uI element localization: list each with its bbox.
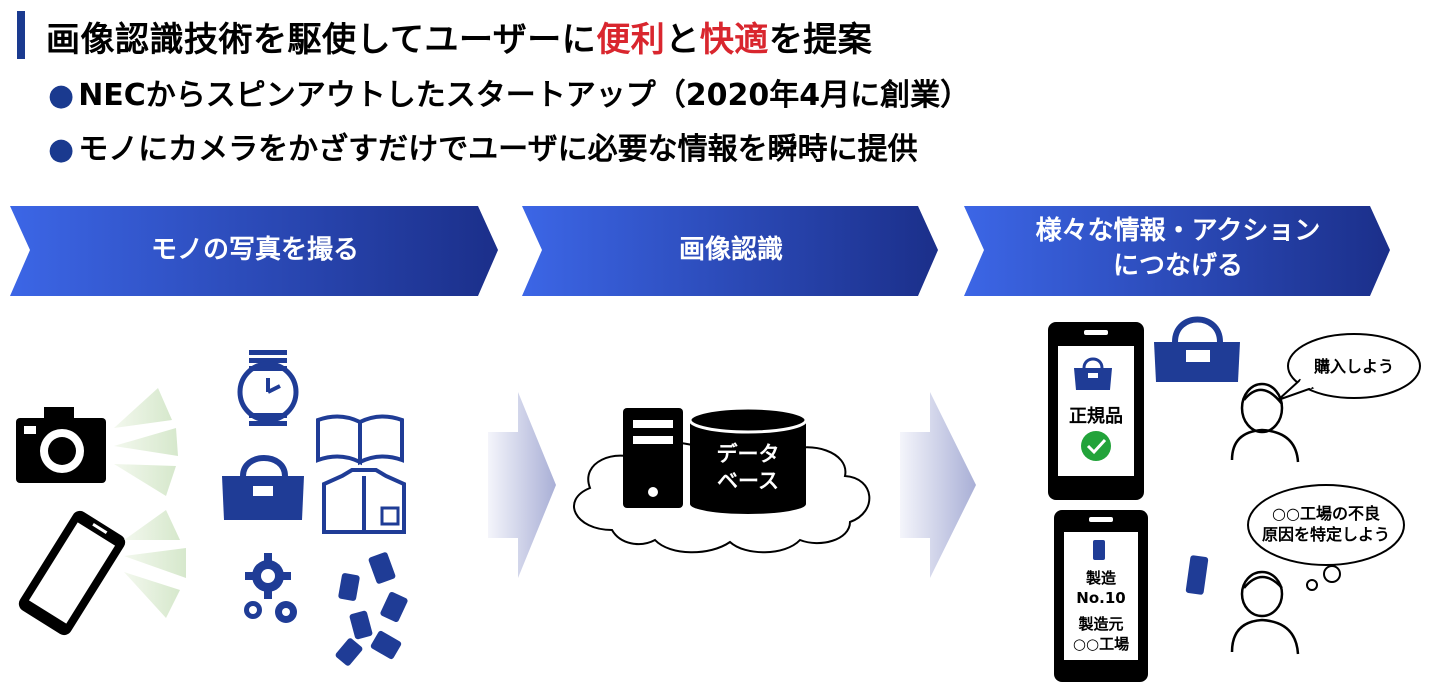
- title-prefix: 画像認識技術を駆使してユーザーに: [46, 20, 597, 60]
- result-phone-2: [1054, 510, 1148, 682]
- database-label: データ ベース: [694, 441, 802, 495]
- result-phone-1: [1048, 322, 1144, 500]
- handbag-icon: [222, 455, 304, 520]
- man-icon: [1230, 570, 1300, 655]
- phone2-line3: 製造元: [1078, 615, 1124, 633]
- speech-bubble-1: [1277, 333, 1421, 401]
- phone1-label: 正規品: [1069, 406, 1123, 427]
- step-1-chevron: [10, 206, 498, 296]
- bubble2-line2: 原因を特定しよう: [1261, 525, 1390, 544]
- title-word-convenience: 便利: [596, 20, 666, 60]
- server-icon: [623, 408, 683, 508]
- camera-beam-icon: [114, 388, 178, 496]
- phone2-line4: ○○工場: [1072, 635, 1130, 653]
- book-icon: [316, 414, 404, 466]
- bullet-text-2: モノにカメラをかざすだけでユーザに必要な情報を瞬時に提供: [78, 132, 918, 167]
- bubble2-line1: ○○工場の不良: [1272, 504, 1380, 523]
- step-1-label: モノの写真を撮る: [150, 235, 359, 265]
- part-small-icon: [1185, 555, 1209, 595]
- bubble2-text: ○○工場の不良 原因を特定しよう: [1250, 503, 1402, 545]
- title-word-comfort: 快適: [699, 20, 769, 60]
- step-3-label-line2: につなげる: [1112, 251, 1243, 281]
- phone2-production-info: 製造 No.10 製造元 ○○工場: [1064, 568, 1138, 654]
- database-icon: [688, 406, 808, 514]
- step-3-label-line1: 様々な情報・アクション: [1035, 216, 1321, 246]
- page-title: 画像認識技術を駆使してユーザーに便利と快適を提案: [46, 12, 872, 61]
- bullet-text-1: NECからスピンアウトしたスタートアップ（2020年4月に創業）: [78, 78, 971, 113]
- handbag-large-icon: [1154, 316, 1240, 382]
- shirt-icon: [322, 468, 406, 534]
- camera-icon: [16, 407, 106, 483]
- bullet-item-1: ●NECからスピンアウトしたスタートアップ（2020年4月に創業）: [48, 70, 970, 114]
- gears-icon: [244, 553, 297, 623]
- phone-beam-icon: [124, 510, 186, 618]
- smartphone-icon: [18, 510, 126, 636]
- thought-bubble-2: [1247, 484, 1405, 591]
- parts-icon: [335, 552, 408, 666]
- step-3-chevron: [964, 206, 1390, 296]
- bullet-item-2: ●モノにカメラをかざすだけでユーザに必要な情報を瞬時に提供: [48, 124, 918, 168]
- bullet-dot-icon: ●: [48, 78, 75, 113]
- bullet-dot-icon: ●: [48, 132, 75, 167]
- bubble1-text: 購入しよう: [1313, 357, 1394, 376]
- watch-icon: [237, 350, 299, 426]
- database-label-line1: データ: [716, 442, 780, 466]
- database-label-line2: ベース: [717, 469, 779, 493]
- step-2-chevron: [522, 206, 938, 296]
- woman-icon: [1230, 382, 1300, 463]
- flow-arrow-2: [900, 392, 976, 578]
- title-accent-bar: [17, 11, 25, 59]
- step-2-label: 画像認識: [678, 235, 783, 265]
- title-suffix: を提案: [768, 20, 873, 60]
- phone2-line2: No.10: [1076, 589, 1126, 607]
- flow-arrow-1: [488, 392, 556, 578]
- title-mid: と: [665, 20, 700, 60]
- phone2-line1: 製造: [1085, 569, 1116, 587]
